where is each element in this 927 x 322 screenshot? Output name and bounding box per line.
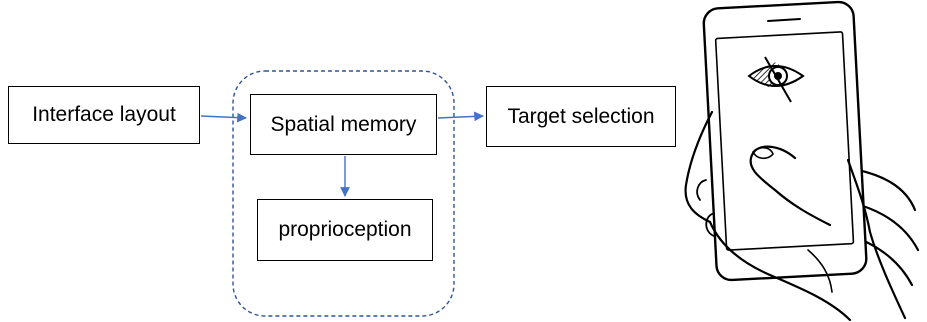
- node-interface-layout: Interface layout: [8, 86, 200, 144]
- eye-slash-icon: [747, 56, 805, 103]
- palm: [684, 110, 714, 224]
- node-proprioception: proprioception: [257, 199, 433, 261]
- thumb: [749, 145, 832, 227]
- finger-bump: [696, 179, 707, 201]
- phone-screen: [714, 31, 855, 251]
- node-target-selection: Target selection: [486, 86, 676, 147]
- palm: [708, 220, 852, 322]
- memory-group-container: [232, 70, 455, 317]
- arrow-interface-to-spatial: [200, 112, 247, 123]
- palm: [846, 158, 907, 320]
- node-spatial-memory: Spatial memory: [250, 94, 437, 155]
- node-label: Target selection: [507, 104, 655, 128]
- phone-speaker: [767, 18, 801, 22]
- back-finger: [856, 168, 917, 212]
- node-label: Interface layout: [32, 103, 176, 126]
- node-label: proprioception: [278, 218, 412, 241]
- wrist-line: [807, 249, 833, 293]
- thumbnail: [752, 146, 774, 160]
- finger-bump: [705, 213, 715, 237]
- node-label: Spatial memory: [270, 112, 417, 136]
- back-finger: [860, 238, 914, 287]
- back-finger: [858, 203, 920, 252]
- arrow-spatial-to-target: [437, 111, 484, 122]
